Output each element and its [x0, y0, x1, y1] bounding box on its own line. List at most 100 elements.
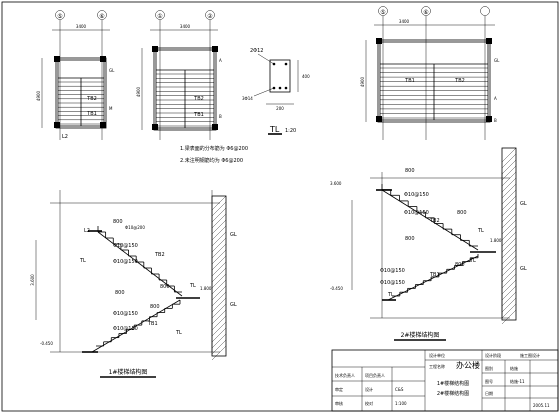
tb-row-right: 日期	[485, 390, 493, 396]
slab-label: TB1	[86, 111, 97, 117]
side-label: GL	[230, 302, 237, 308]
line-mark	[501, 273, 517, 289]
line-mark	[211, 255, 227, 271]
line-mark	[501, 237, 517, 253]
line-mark	[211, 195, 227, 211]
rebar-label: Φ10@150	[113, 243, 138, 249]
line-mark	[501, 291, 517, 307]
tb-row-right: 设计阶段	[485, 352, 501, 358]
dimension-label: 4900	[36, 90, 41, 101]
slab-label: TB2	[86, 96, 97, 102]
line-mark	[501, 171, 517, 187]
line-mark	[211, 201, 227, 217]
rebar-label: Φ10@150	[404, 210, 429, 216]
line-mark	[211, 237, 227, 253]
tb-row-right: 施工图设计	[520, 352, 540, 358]
beam-label: TL	[477, 228, 484, 234]
rebar-label: Φ10@150	[113, 326, 138, 332]
tb-row-mid-value: 1:100	[395, 401, 407, 406]
line-mark	[211, 321, 227, 337]
line-mark	[501, 255, 517, 271]
tb-row-right: 图别	[485, 365, 493, 371]
line-mark	[211, 279, 227, 295]
line-mark	[501, 249, 517, 265]
tb-row-mid-value: C&S	[395, 387, 404, 392]
line-mark	[501, 267, 517, 283]
note-line: 2.未注明钢筋均为 Φ6@200	[180, 157, 243, 164]
rebar-label: Φ10@200	[125, 225, 145, 230]
side-axis-label: GL	[109, 68, 115, 73]
line-mark	[501, 225, 517, 241]
line-mark	[211, 333, 227, 349]
line-mark	[501, 297, 517, 313]
dimension-label: 4900	[136, 86, 141, 97]
line-mark	[501, 219, 517, 235]
section-caption: 1#楼梯结构图	[109, 368, 148, 376]
line-mark	[211, 315, 227, 331]
rebar-label: Φ10@150	[380, 280, 405, 286]
side-axis-label: L2	[62, 134, 68, 140]
axis-label: ①	[157, 13, 162, 20]
line-mark	[501, 189, 517, 205]
drawing-title: 1#楼梯结构图	[437, 380, 469, 387]
beam-label: TL	[387, 292, 394, 298]
rebar-label: Φ10@150	[380, 268, 405, 274]
tb-row-right: 结施	[510, 365, 518, 371]
stair-section-left: 800 800 800 800 Φ10@150 Φ10@150 Φ10@150 …	[30, 190, 237, 378]
drawing-title: 2#楼梯结构图	[437, 390, 469, 397]
line-mark	[501, 243, 517, 259]
slab-label: TB1	[404, 78, 415, 84]
project-name: 办公楼	[456, 360, 480, 370]
dimension-label: 800	[455, 262, 465, 268]
axis-label: ⑥	[99, 13, 104, 20]
line-mark	[211, 291, 227, 307]
beam-width: 200	[276, 106, 284, 111]
axis-label: ⑤	[57, 13, 62, 20]
rebar-bottom-label: 3Φ14	[242, 96, 253, 101]
dimension-label: 4900	[360, 76, 365, 87]
side-axis-label: A	[219, 58, 222, 63]
tb-row-right: 2005.11	[533, 403, 550, 408]
line-mark	[501, 201, 517, 217]
elevation-label: -0.450	[330, 286, 343, 291]
line-mark	[211, 219, 227, 235]
tb-row-left: 审核	[335, 400, 343, 406]
section-caption: 2#楼梯结构图	[401, 331, 440, 339]
rebar-label: Φ10@150	[404, 192, 429, 198]
elevation-label: 3.600	[30, 274, 35, 286]
line-mark	[501, 303, 517, 319]
line-mark	[211, 297, 227, 313]
stair-plan-left: ⑤ ⑥ 3400 TB2 TB1 4900 GL M L2 1.梁表面的分布筋为…	[36, 10, 248, 164]
beam-label: TL	[189, 283, 196, 289]
line-mark	[501, 165, 517, 181]
line-mark	[501, 153, 517, 169]
rebar-label: Φ10@150	[113, 259, 138, 265]
slab-label: TB1	[429, 272, 440, 278]
line-mark	[211, 243, 227, 259]
tb-row-left: 审定	[335, 386, 343, 392]
elevation-label: -0.450	[40, 341, 53, 346]
tb-row-mid: 设计	[365, 386, 373, 392]
axis-label: ⑤	[380, 9, 385, 16]
line-mark	[501, 213, 517, 229]
dimension-label: 3400	[76, 24, 87, 29]
line-mark	[501, 159, 517, 175]
line-mark	[501, 177, 517, 193]
side-axis-label: M	[109, 106, 113, 111]
elevation-label: 1.800	[490, 238, 502, 243]
line-mark	[211, 273, 227, 289]
side-axis-label: B	[219, 114, 222, 119]
line-mark	[501, 285, 517, 301]
beam-scale: 1:20	[285, 128, 296, 134]
slab-label: TB1	[147, 321, 158, 327]
dimension-label: 800	[150, 304, 160, 310]
stair-plan-right: ⑤ ⑥ 3400 TB1 TB2 4900 GL A B	[360, 6, 500, 140]
elevation-label: 3.600	[330, 181, 342, 186]
stair-section-right: 800 800 800 800 Φ10@150 Φ10@150 Φ10@150 …	[330, 147, 527, 341]
axis-label: ⑥	[423, 9, 428, 16]
axis-label: ②	[207, 13, 213, 20]
line-mark	[211, 261, 227, 277]
line-mark	[501, 279, 517, 295]
line-mark	[501, 309, 517, 325]
line-mark	[211, 249, 227, 265]
